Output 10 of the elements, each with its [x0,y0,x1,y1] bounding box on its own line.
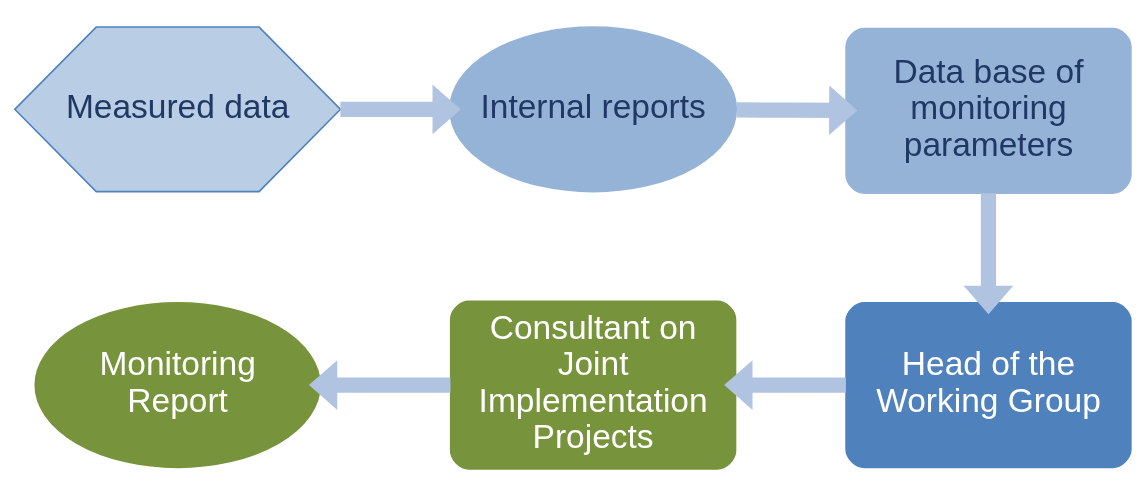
arrow [340,84,461,134]
node-box: Head of the Working Group [845,301,1132,468]
arrow [736,85,858,135]
arrow [308,359,451,410]
node-ellipse: Internal reports [449,25,738,192]
arrow [724,359,846,410]
arrow [963,192,1014,314]
node-box: Consultant on Joint Implementation Projects [449,300,737,470]
node-box: Data base of monitoring parameters [845,27,1132,194]
node-ellipse: Monitoring Report [34,301,321,468]
